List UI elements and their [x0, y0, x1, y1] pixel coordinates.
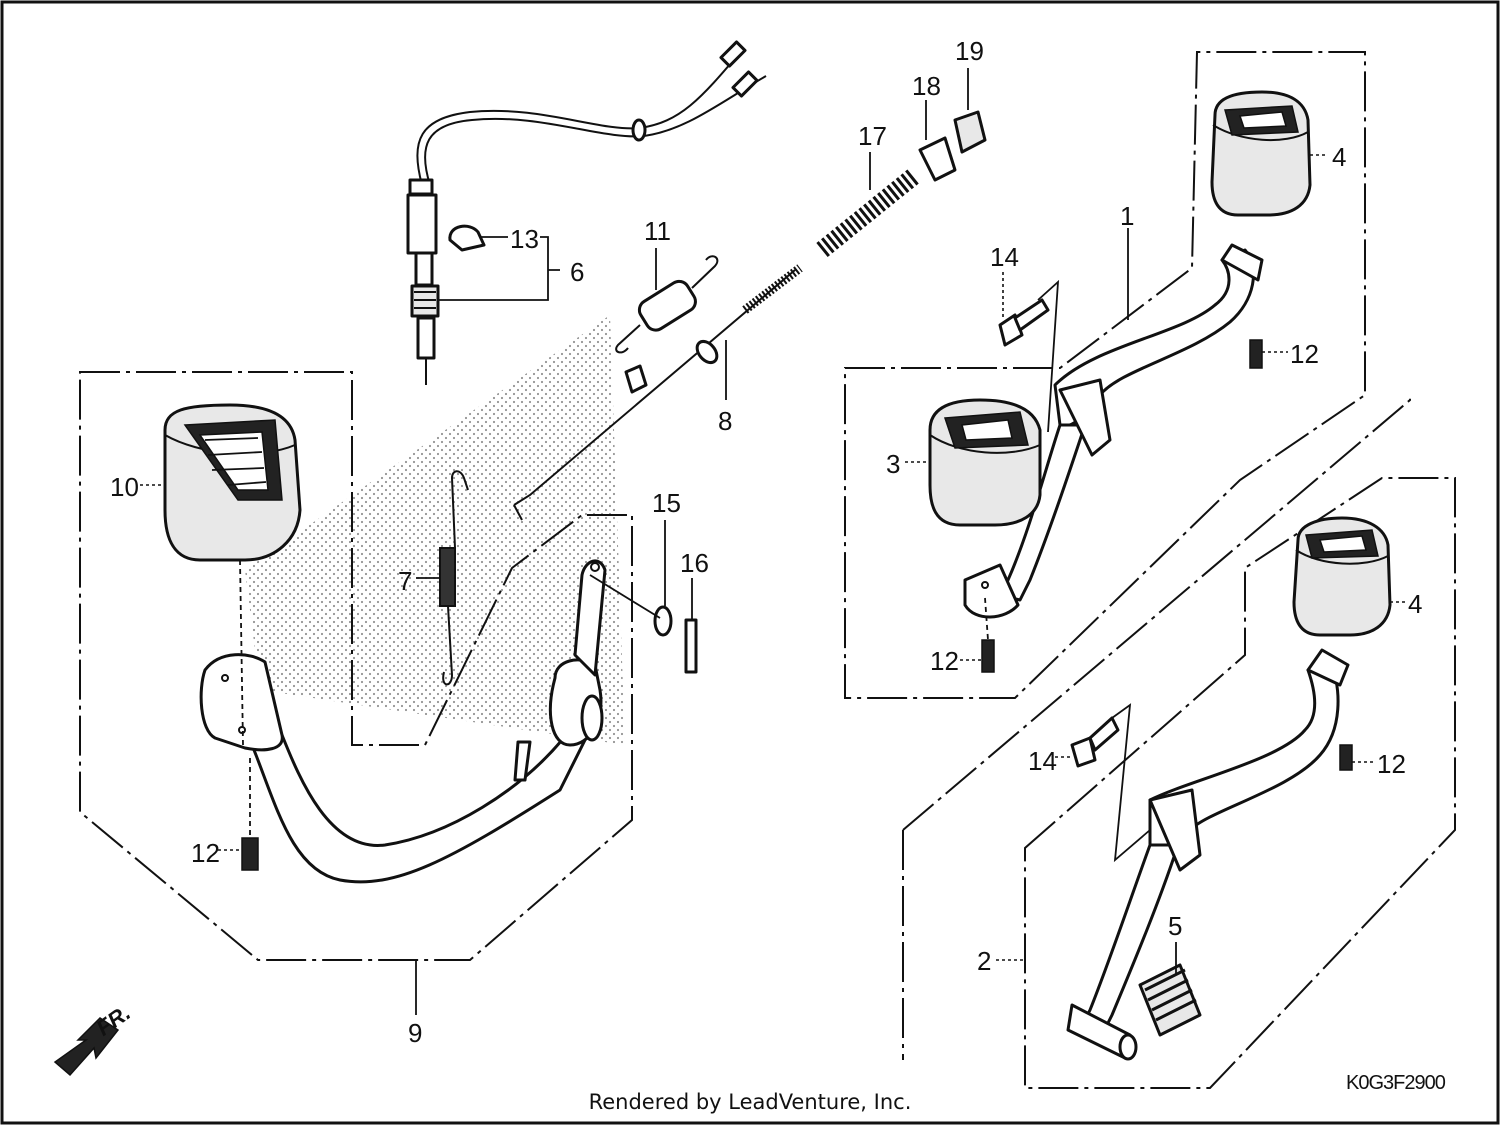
nut-19-part — [953, 110, 987, 154]
pad-4-upper-part — [1210, 90, 1312, 217]
pin-16-part — [684, 618, 698, 674]
rubber-5-part — [1138, 963, 1202, 1037]
footer-credit: Rendered by LeadVenture, Inc. — [588, 1090, 912, 1114]
rod-8-part — [513, 264, 803, 521]
bolt-12-upper-part — [1249, 339, 1263, 369]
group-2-outline — [1024, 477, 1456, 1089]
callout-10: 10 — [110, 472, 139, 502]
callout-14-lower: 14 — [1028, 746, 1057, 776]
drawing-code: K0G3F2900 — [1346, 1072, 1446, 1094]
callout-19: 19 — [955, 36, 984, 66]
callout-9: 9 — [408, 1018, 422, 1048]
group-9-outline — [79, 371, 633, 961]
callout-12-left: 12 — [191, 838, 220, 868]
callout-16: 16 — [680, 548, 709, 578]
bolt-14-lower-part — [1070, 716, 1120, 768]
leader-6 — [438, 236, 560, 301]
brake-switch-part — [406, 40, 767, 385]
spring-11-part — [615, 255, 719, 354]
spring-7-part — [439, 470, 469, 686]
shading — [245, 315, 625, 745]
callout-4-lower: 4 — [1408, 589, 1422, 619]
callout-3: 3 — [886, 449, 900, 479]
spring-17-part — [816, 167, 921, 258]
callout-5: 5 — [1168, 911, 1182, 941]
pad-4-lower-part — [1292, 516, 1392, 637]
callout-1: 1 — [1120, 201, 1134, 231]
callout-4-upper: 4 — [1332, 142, 1346, 172]
lever-2-part — [1066, 648, 1350, 1061]
callout-7: 7 — [398, 566, 412, 596]
pad-3-part — [928, 398, 1042, 527]
callout-11: 11 — [644, 216, 671, 246]
bolt-14-upper-part — [998, 298, 1050, 347]
pedal-pad-10-part — [163, 403, 302, 562]
group-2-line-a — [902, 395, 1411, 831]
callout-12-lower: 12 — [1377, 749, 1406, 779]
bolt-12-mid-part — [981, 639, 995, 673]
bolt-12-left-part — [241, 837, 259, 871]
front-arrow-icon: FR. — [53, 1000, 135, 1077]
group-1-outline — [844, 51, 1366, 699]
callout-14-upper: 14 — [990, 242, 1019, 272]
callout-15: 15 — [652, 488, 681, 518]
callout-2: 2 — [977, 946, 991, 976]
bolt-12-lower-part — [1339, 744, 1353, 771]
washer-15-part — [653, 605, 673, 637]
callout-12-mid: 12 — [930, 646, 959, 676]
washer-18-part — [918, 136, 957, 182]
callout-12-upper: 12 — [1290, 339, 1319, 369]
callout-17: 17 — [858, 121, 887, 151]
callout-6: 6 — [570, 257, 584, 287]
callout-13: 13 — [510, 224, 539, 254]
clip-13-part — [448, 224, 486, 252]
lever-1-part — [963, 243, 1264, 619]
callout-18: 18 — [912, 71, 941, 101]
callout-8: 8 — [718, 406, 732, 436]
brake-pedal-part — [199, 559, 661, 884]
